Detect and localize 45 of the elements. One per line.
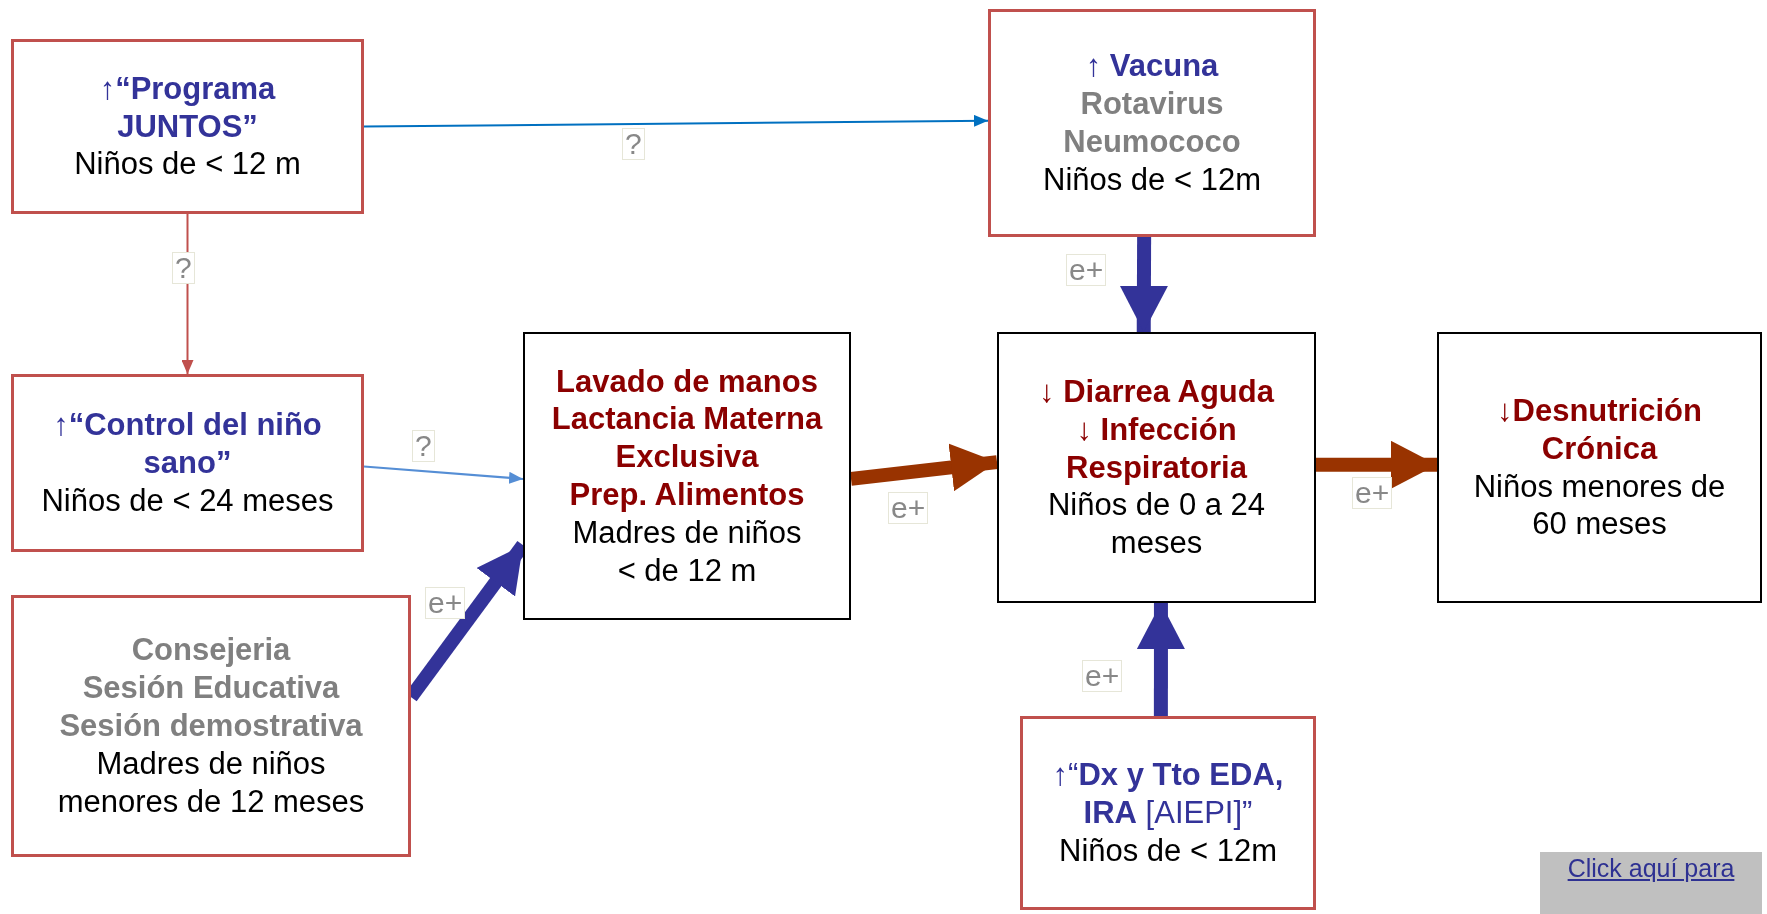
box-text: ↑“Dx y Tto EDA, IRA [AIEPI]”	[1051, 756, 1285, 832]
process-box	[988, 9, 1316, 237]
box-text: ↑“Programa JUNTOS”	[98, 69, 277, 146]
edge-label: e+	[1066, 254, 1107, 286]
box-text: Prep. Alimentos	[569, 476, 805, 514]
process-box	[11, 595, 411, 857]
box-text: Niños de < 12m	[1059, 831, 1277, 870]
arrow	[850, 443, 998, 492]
box-text: Niños de < 12m	[1043, 160, 1261, 199]
box-text: Lavado de manos	[556, 362, 818, 401]
process-box	[1020, 716, 1316, 910]
box-text: Niños menores de 60 meses	[1472, 467, 1727, 544]
box-text: Lactancia Materna Exclusiva	[550, 400, 824, 476]
box-text: Madres de niños menores de 12 meses	[56, 744, 366, 821]
box-text: ↓ Diarrea Aguda	[1039, 372, 1274, 411]
process-box	[11, 39, 364, 214]
edge-label: e+	[425, 587, 466, 619]
box-text: Niños de 0 a 24 meses	[1046, 486, 1267, 563]
edge-label: ?	[622, 128, 645, 160]
box-text: Sesión demostrativa	[59, 707, 363, 745]
box-text: Sesión Educativa	[82, 669, 340, 708]
box-text: Rotavirus Neumococo	[1062, 85, 1242, 161]
box-text: ↓Desnutrición Crónica	[1496, 391, 1703, 468]
arrow	[1316, 440, 1437, 489]
box-text: Niños de < 12 m	[74, 145, 301, 184]
edge-label: e+	[1352, 477, 1393, 509]
link-button: Click aquí para	[1540, 852, 1762, 914]
box-text: Madres de niños < de 12 m	[571, 513, 803, 590]
arrow	[1136, 602, 1185, 716]
process-box	[11, 374, 364, 552]
edge-label: e+	[1082, 660, 1123, 692]
box-text: Niños de < 24 meses	[41, 481, 334, 520]
arrow	[363, 114, 989, 128]
process-box	[1437, 332, 1762, 603]
box-text: ↓ Infección Respiratoria	[1065, 410, 1249, 487]
box-text: ↑“Control del niño sano”	[52, 406, 323, 482]
box-text: ↑ Vacuna	[1085, 47, 1219, 86]
arrow	[363, 465, 524, 484]
process-box	[997, 332, 1316, 603]
arrow	[1119, 236, 1168, 333]
box-text: Consejeria	[131, 631, 291, 670]
edge-label: ?	[172, 252, 195, 284]
process-box	[523, 332, 851, 620]
edge-label: e+	[888, 492, 929, 524]
edge-label: ?	[412, 430, 435, 462]
